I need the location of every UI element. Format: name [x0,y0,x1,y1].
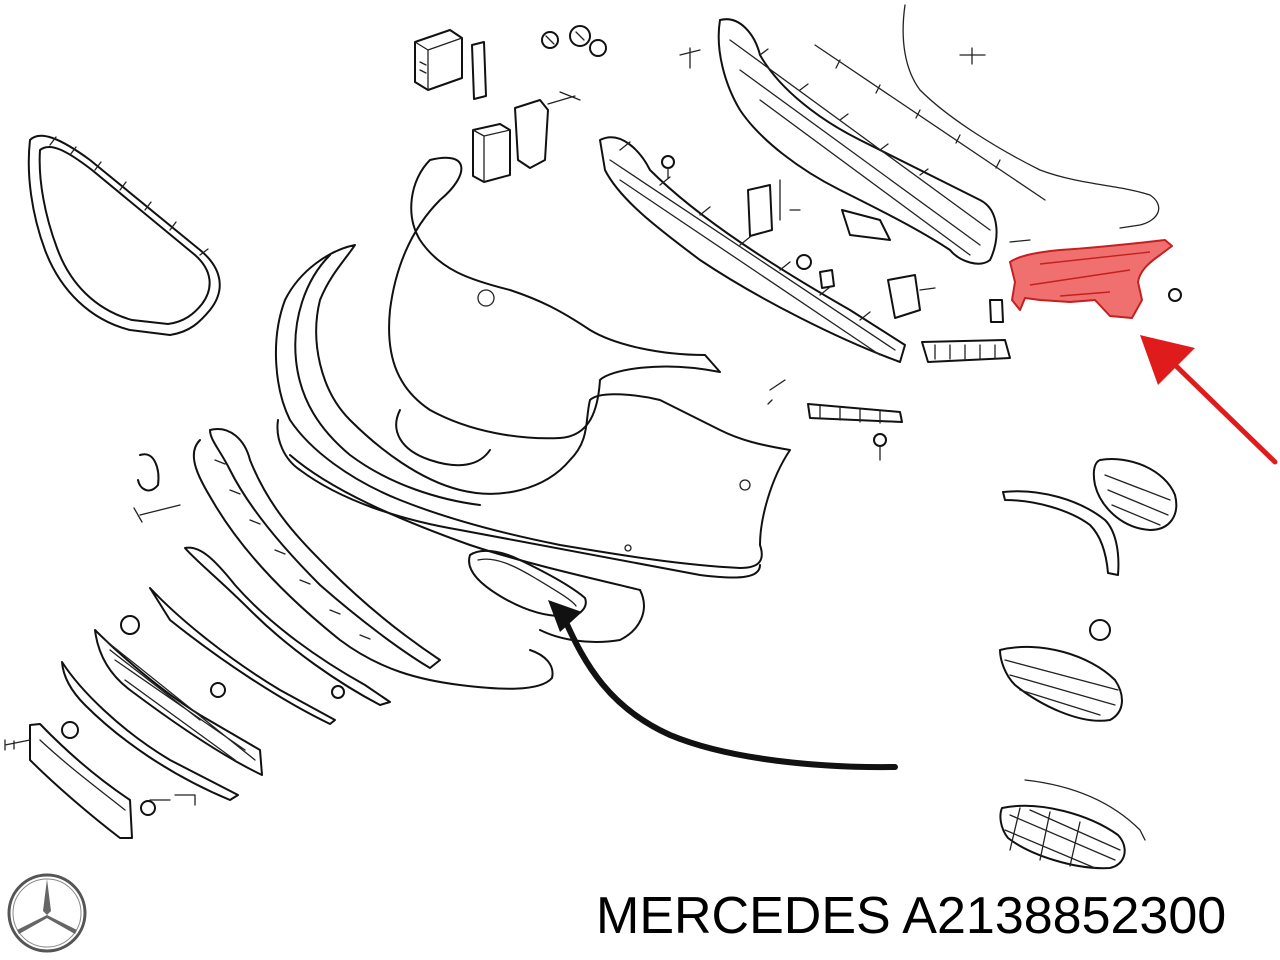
part-caption: MERCEDES A2138852300 [596,886,1226,946]
lower-trim-strip [61,661,239,801]
right-lower-grille [999,645,1123,722]
part-number-label: A2138852300 [902,887,1227,945]
fasteners [4,47,1182,816]
connector-clips [541,25,607,57]
right-mesh-insert [999,779,1146,870]
bracket-strip [471,41,487,100]
chrome-trim-strip-1 [184,546,391,706]
lower-grille-frame [192,428,554,690]
red-pointer-arrow [1140,335,1278,465]
sensor-bracket-middle [747,179,936,319]
license-plate-holder [29,723,133,839]
highlighted-bumper-bracket [1009,239,1173,319]
lower-bracket-strips [807,299,1011,424]
sensor-module [414,29,463,91]
wiring-harness [814,4,1160,229]
mid-impact-absorber [599,136,906,363]
black-curved-arrow [548,600,898,771]
mounting-bracket-small [514,91,581,169]
fog-lamp-opening [468,549,587,618]
upper-grille-frame [27,134,221,336]
right-trim-arc [1002,490,1120,576]
mercedes-star-icon [7,873,87,953]
lower-mesh-grille [94,629,263,776]
upper-support-beam [717,18,998,265]
control-unit [472,123,511,183]
bumper-cover-main [274,244,791,643]
right-fog-lamp-grille-upper [1092,458,1178,531]
brand-label: MERCEDES [596,887,891,945]
bumper-cover-upper [388,156,721,467]
chrome-trim-strip-2 [149,587,336,725]
